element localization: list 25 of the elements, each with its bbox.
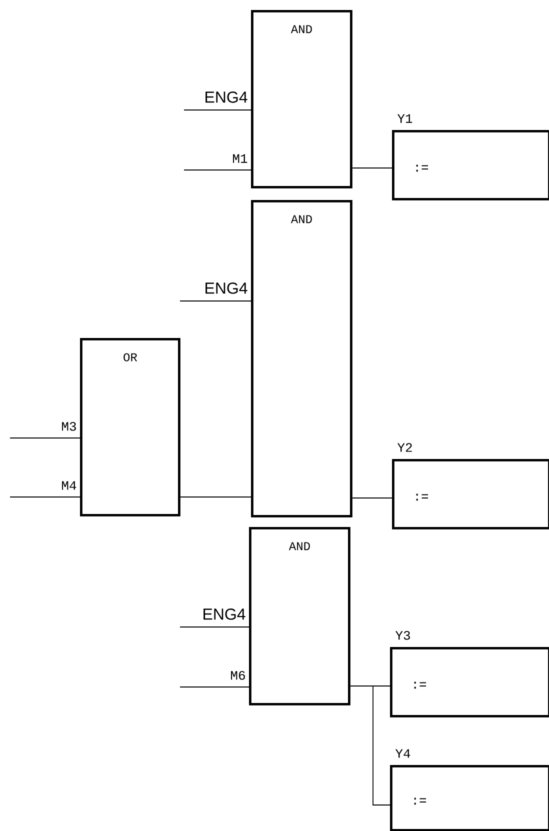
output-label: Y3 (395, 630, 410, 640)
signal-label: ENG4 (206, 92, 248, 103)
signal-label: M4 (62, 481, 76, 490)
signal-label: M1 (233, 154, 248, 163)
logic-gate-box: AND (249, 527, 350, 706)
logic-gate-box: AND (251, 10, 352, 188)
logic-gate-box: AND (251, 200, 352, 518)
signal-label: M3 (62, 422, 76, 431)
assignment-box: := (390, 765, 549, 831)
assignment-box: := (392, 130, 549, 200)
output-label: Y4 (395, 749, 410, 758)
input-line (180, 626, 250, 628)
connection-line (350, 686, 390, 806)
output-label: Y2 (397, 443, 412, 452)
signal-label: M6 (231, 670, 245, 680)
assignment-box: := (390, 647, 549, 718)
connection-line (180, 496, 252, 498)
signal-label: ENG4 (206, 282, 248, 294)
output-label: Y1 (397, 114, 412, 123)
input-line (180, 300, 252, 302)
signal-label: ENG4 (204, 608, 246, 620)
input-line (180, 686, 250, 688)
input-line (10, 496, 80, 498)
assignment-box: := (392, 459, 549, 530)
logic-gate-box: OR (80, 338, 180, 516)
